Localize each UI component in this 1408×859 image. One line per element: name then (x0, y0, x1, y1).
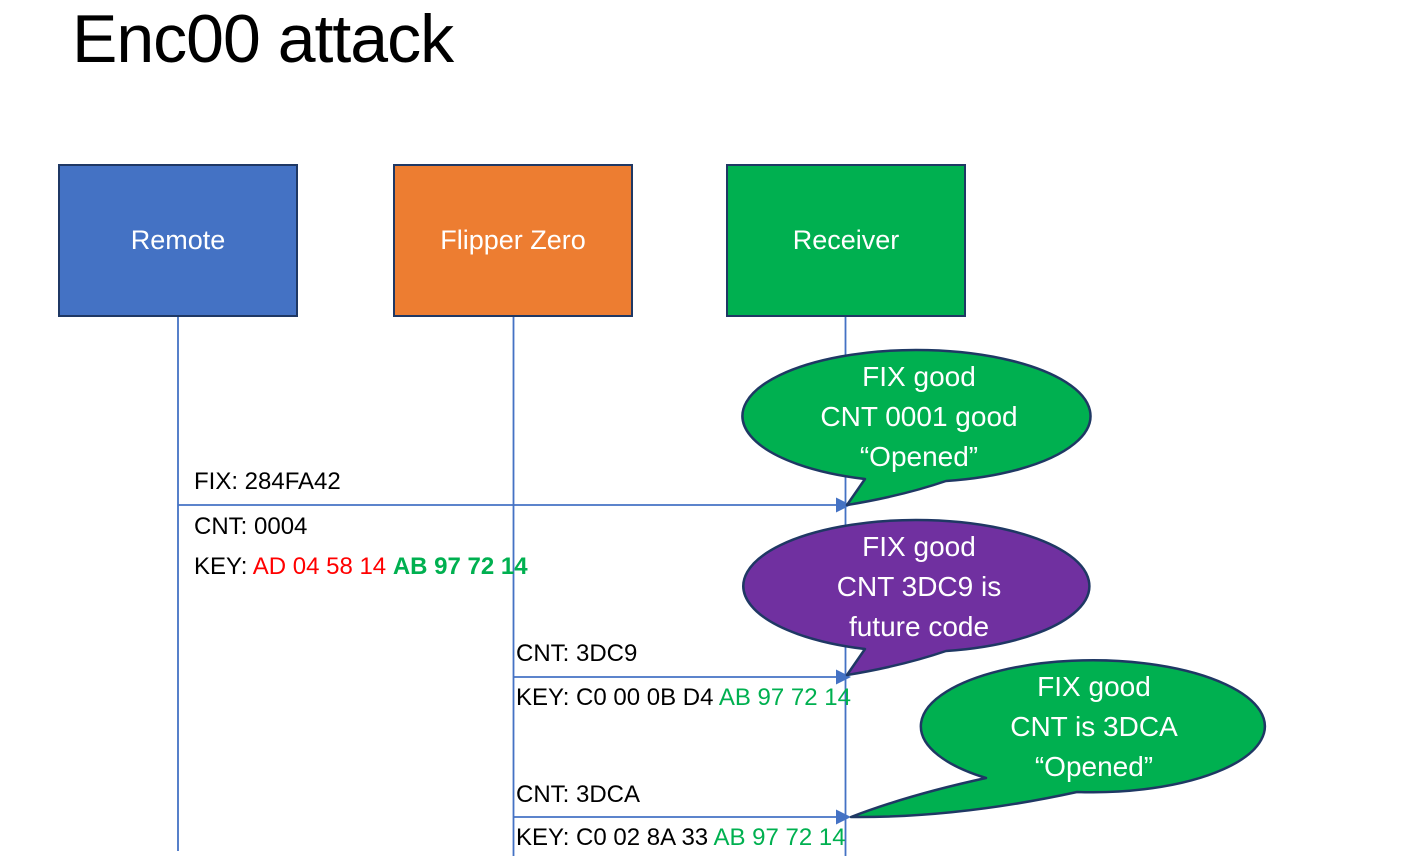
callout-bubble-2-shape (742, 518, 1091, 677)
callout-2-line3: future code (848, 611, 990, 642)
actor-box-flipper-zero: Flipper Zero (393, 164, 633, 317)
message2-cnt-label: CNT: 3DC9 (516, 640, 638, 667)
callout-1-line2: CNT 0001 good (820, 401, 1018, 432)
actor-box-remote: Remote (58, 164, 298, 317)
callout-1-line3: “Opened” (859, 441, 979, 472)
message-arrow-1-head-icon (836, 497, 851, 513)
message2-key-serial: AB 97 72 14 (718, 684, 851, 711)
message-arrow-3-head-icon (836, 809, 851, 825)
callout-bubble-3-shape (849, 659, 1267, 819)
callout-3-line2: CNT is 3DCA (1010, 711, 1178, 742)
message1-key-serial: AB 97 72 14 (392, 553, 528, 580)
message3-key-prefix: KEY: (516, 824, 577, 851)
message3-key-obfuscated: C0 02 8A 33 (576, 824, 714, 851)
message2-key-obfuscated: C0 00 0B D4 (576, 684, 719, 711)
message2-key-prefix: KEY: (516, 684, 577, 711)
message1-key-label: KEY: AD 04 58 14 AB 97 72 14 (194, 552, 528, 582)
message3-cnt-label: CNT: 3DCA (516, 781, 641, 808)
message3-key-serial: AB 97 72 14 (713, 824, 846, 851)
actor-label-receiver: Receiver (792, 225, 900, 255)
callout-2-text: FIX good CNT 3DC9 is future code (769, 527, 1069, 647)
message3-key-label: KEY: C0 02 8A 33 AB 97 72 14 (516, 823, 846, 853)
message1-key-obfuscated: AD 04 58 14 (252, 553, 393, 580)
callout-2-line1: FIX good (862, 531, 976, 562)
actor-label-remote: Remote (130, 225, 226, 255)
actor-box-receiver: Receiver (726, 164, 966, 317)
callout-3-text: FIX good CNT is 3DCA “Opened” (944, 667, 1244, 787)
slide-title: Enc00 attack (72, 1, 454, 77)
callout-3-line1: FIX good (1037, 671, 1151, 702)
message1-fix-label: FIX: 284FA42 (194, 468, 341, 495)
message-arrow-2-head-icon (836, 669, 851, 685)
message1-key-prefix: KEY: (194, 553, 253, 580)
message1-cnt-label: CNT: 0004 (194, 513, 308, 540)
message2-key-label: KEY: C0 00 0B D4 AB 97 72 14 (516, 683, 851, 713)
callout-1-line1: FIX good (862, 361, 976, 392)
callout-3-line3: “Opened” (1034, 751, 1154, 782)
callout-1-text: FIX good CNT 0001 good “Opened” (769, 357, 1069, 477)
actor-label-flipper-zero: Flipper Zero (440, 225, 586, 255)
callout-2-line2: CNT 3DC9 is (836, 571, 1002, 602)
callout-bubble-1-shape (741, 348, 1092, 507)
